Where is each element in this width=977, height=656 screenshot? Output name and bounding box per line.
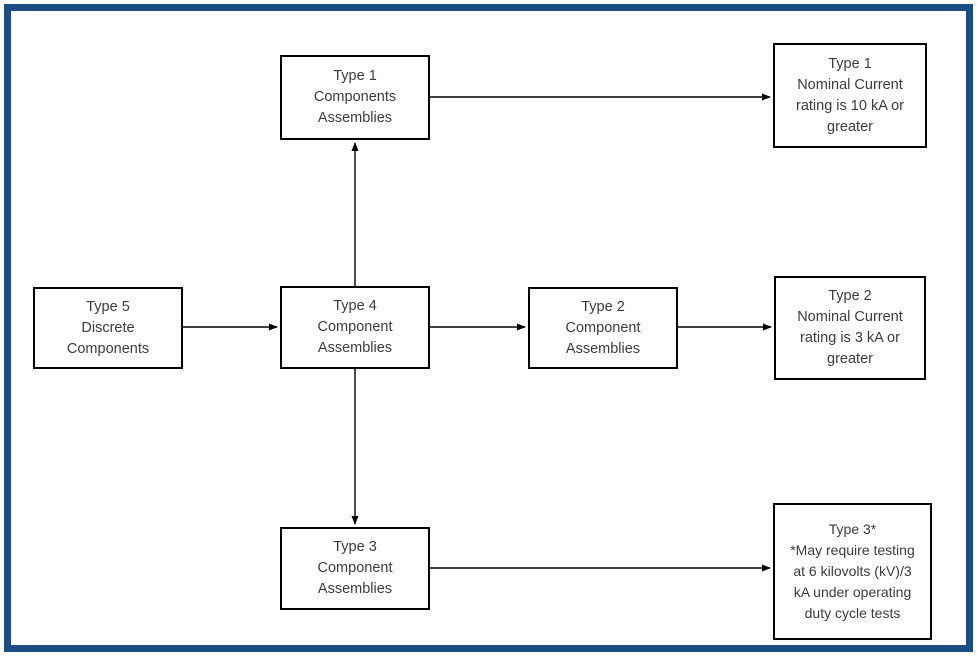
box-type-1-components-assemblies-label: Type 1 Components Assemblies — [313, 68, 397, 126]
box-type-2-nominal-current: Type 2 Nominal Current rating is 3 kA or… — [774, 276, 926, 380]
box-type-2-nominal-current-label: Type 2 Nominal Current rating is 3 kA or… — [797, 288, 903, 367]
box-type-3-component-assemblies-label: Type 3 Component Assemblies — [317, 539, 393, 597]
box-type-1-nominal-current: Type 1 Nominal Current rating is 10 kA o… — [773, 43, 927, 148]
box-type-2-component-assemblies: Type 2 Component Assemblies — [528, 287, 678, 369]
box-type-3-testing-note-label: Type 3* *May require testing at 6 kilovo… — [790, 521, 915, 621]
box-type-1-nominal-current-label: Type 1 Nominal Current rating is 10 kA o… — [796, 55, 904, 135]
box-type-4-component-assemblies-label: Type 4 Component Assemblies — [317, 298, 393, 356]
box-type-5-discrete-components-label: Type 5 Discrete Components — [66, 298, 150, 357]
box-type-3-testing-note: Type 3* *May require testing at 6 kilovo… — [773, 503, 932, 640]
box-type-3-component-assemblies: Type 3 Component Assemblies — [280, 527, 430, 610]
box-type-1-components-assemblies: Type 1 Components Assemblies — [280, 55, 430, 140]
box-type-2-component-assemblies-label: Type 2 Component Assemblies — [565, 298, 641, 357]
box-type-4-component-assemblies: Type 4 Component Assemblies — [280, 286, 430, 369]
box-type-5-discrete-components: Type 5 Discrete Components — [33, 287, 183, 369]
